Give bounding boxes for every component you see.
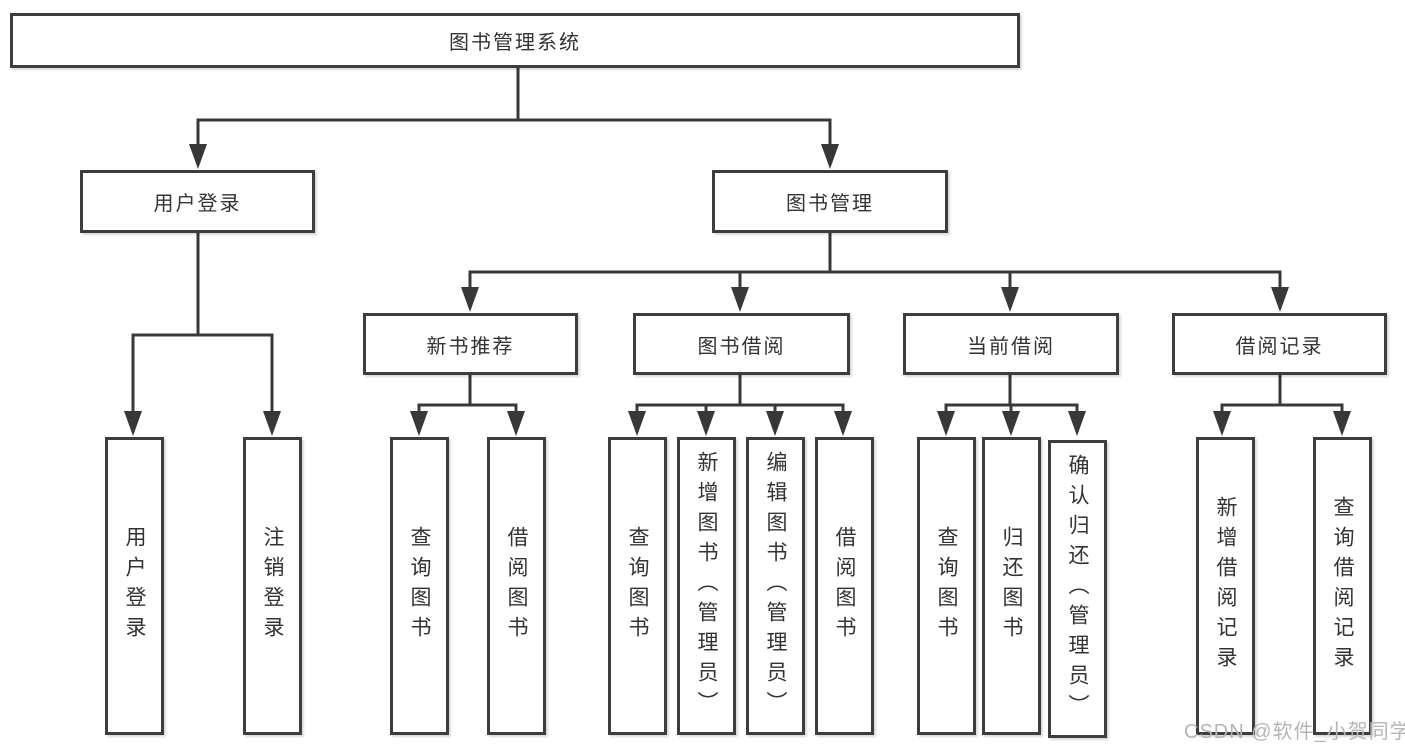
leaf-borrow-query-books-label: 查询图书	[626, 526, 649, 646]
leaf-current-query-books-label: 查询图书	[935, 526, 958, 646]
leaf-recommend-borrow-books-label: 借阅图书	[505, 526, 528, 646]
node-current-borrow: 当前借阅	[903, 313, 1119, 375]
node-borrow-records-label: 借阅记录	[1235, 335, 1324, 358]
node-root: 图书管理系统	[10, 13, 1020, 68]
leaf-add-borrow-record-label: 新增借阅记录	[1214, 496, 1237, 676]
leaf-return-books-label: 归还图书	[1000, 526, 1023, 646]
node-user-login: 用户登录	[80, 170, 315, 233]
leaf-recommend-borrow-books: 借阅图书	[487, 437, 546, 735]
leaf-current-query-books: 查询图书	[917, 437, 976, 735]
leaf-recommend-query-books: 查询图书	[390, 437, 449, 735]
leaf-borrow-borrow-books-label: 借阅图书	[833, 526, 856, 646]
node-root-label: 图书管理系统	[449, 32, 581, 54]
leaf-user-login: 用户登录	[105, 437, 164, 735]
leaf-borrow-borrow-books: 借阅图书	[815, 437, 874, 735]
node-book-management: 图书管理	[712, 170, 948, 233]
leaf-logout-label: 注销登录	[261, 526, 284, 646]
leaf-add-book-admin: 新增图书（管理员）	[677, 437, 736, 735]
leaf-confirm-return-admin: 确认归还（管理员）	[1048, 440, 1107, 738]
node-user-login-label: 用户登录	[153, 193, 242, 215]
node-borrow-records: 借阅记录	[1172, 313, 1387, 375]
node-current-borrow-label: 当前借阅	[967, 335, 1055, 358]
leaf-query-borrow-record: 查询借阅记录	[1313, 437, 1372, 735]
node-new-book-recommend-label: 新书推荐	[426, 335, 515, 358]
leaf-edit-book-admin-label: 编辑图书（管理员）	[764, 451, 787, 721]
node-book-borrow: 图书借阅	[633, 313, 850, 375]
node-new-book-recommend: 新书推荐	[363, 313, 578, 375]
watermark: CSDN @软件_小贺同学	[1184, 721, 1405, 743]
leaf-add-book-admin-label: 新增图书（管理员）	[695, 451, 718, 721]
node-book-management-label: 图书管理	[786, 193, 874, 215]
leaf-edit-book-admin: 编辑图书（管理员）	[746, 437, 805, 735]
leaf-confirm-return-admin-label: 确认归还（管理员）	[1066, 454, 1089, 724]
leaf-logout: 注销登录	[243, 437, 302, 735]
leaf-add-borrow-record: 新增借阅记录	[1196, 437, 1255, 735]
leaf-query-borrow-record-label: 查询借阅记录	[1331, 496, 1354, 676]
leaf-return-books: 归还图书	[982, 437, 1041, 735]
leaf-recommend-query-books-label: 查询图书	[408, 526, 431, 646]
leaf-borrow-query-books: 查询图书	[608, 437, 667, 735]
node-book-borrow-label: 图书借阅	[697, 335, 786, 358]
leaf-user-login-label: 用户登录	[123, 526, 146, 646]
